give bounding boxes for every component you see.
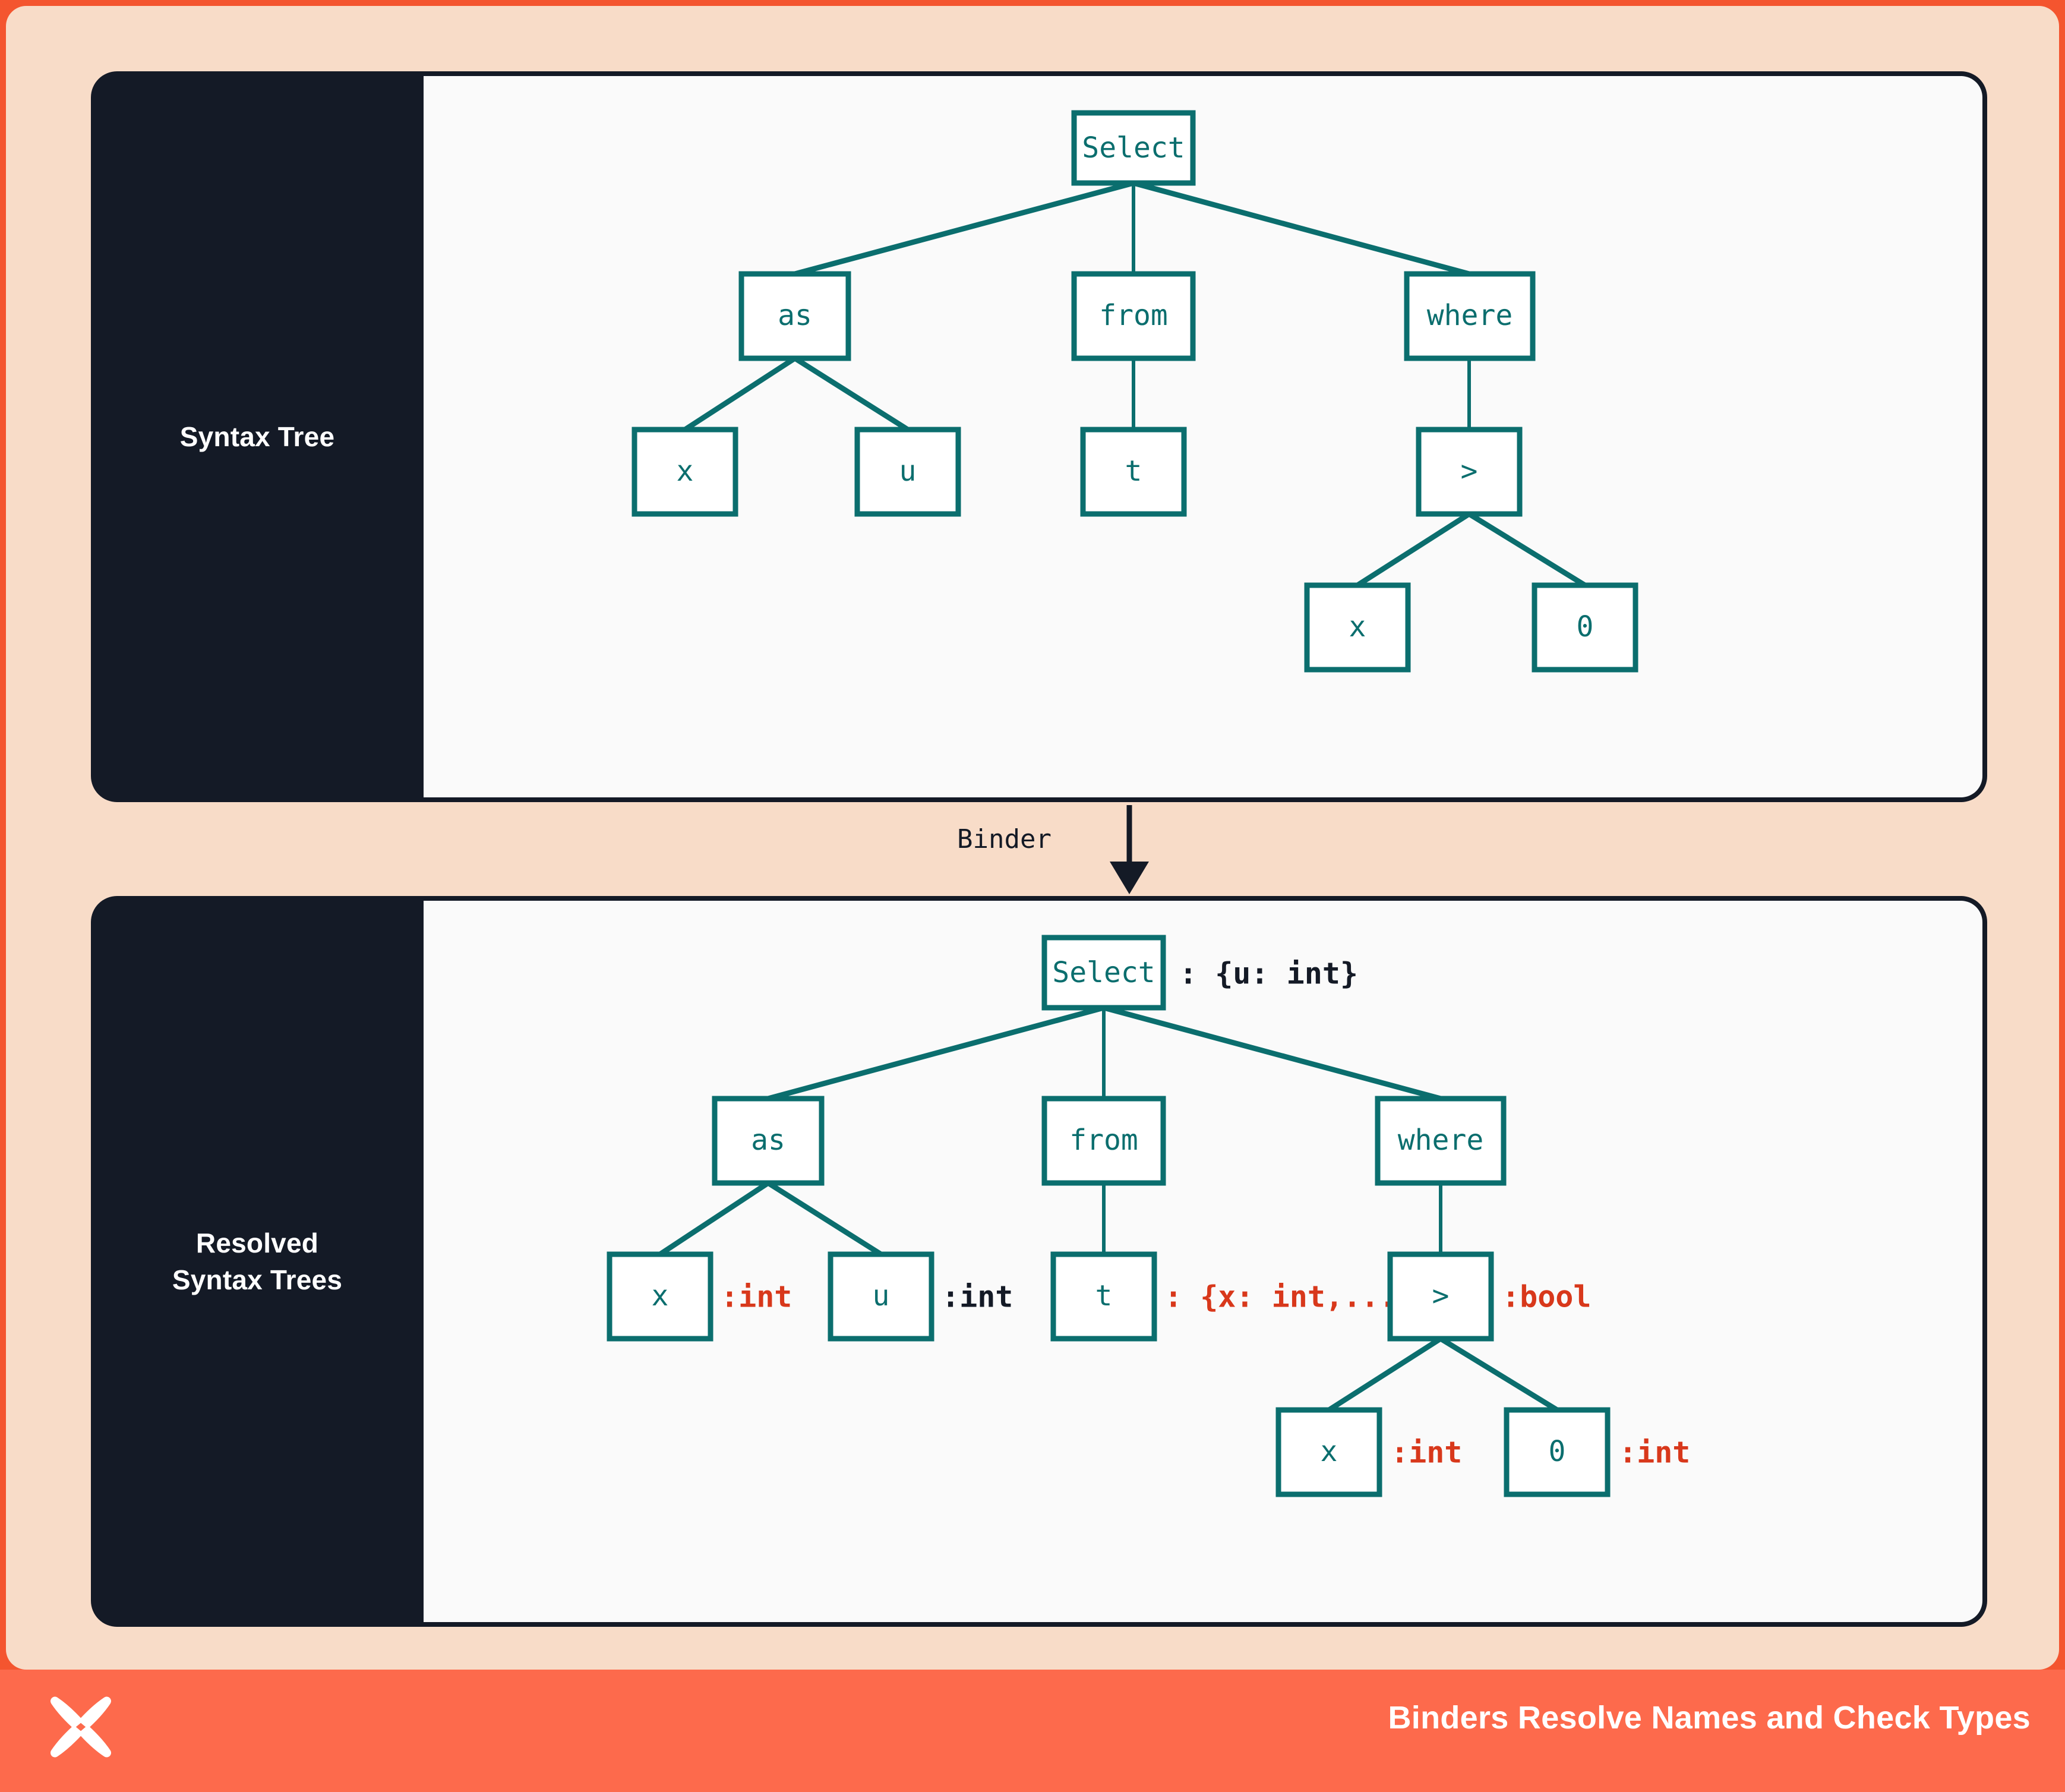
binder-arrow-icon (1110, 805, 1149, 894)
resolved-node-from[interactable]: from (1041, 1096, 1166, 1186)
resolved-node-from-t[interactable]: t (1050, 1251, 1157, 1342)
resolved-tree-edges (658, 1005, 1559, 1412)
resolved-node-from-t-label: t (1095, 1279, 1113, 1313)
resolved-tree-canvas: Select : {u: int} as from where (424, 901, 1982, 1622)
tree-node-from-t[interactable]: t (1080, 427, 1187, 517)
tree-edges (683, 180, 1587, 588)
resolved-node-from-label: from (1069, 1124, 1138, 1157)
resolved-node-as[interactable]: as (712, 1096, 825, 1186)
tree-node-gt-zero-label: 0 (1577, 610, 1594, 643)
panel-syntax-tree-label: Syntax Tree (91, 71, 424, 802)
tree-node-gt-x[interactable]: x (1304, 582, 1411, 673)
tree-node-as-u[interactable]: u (854, 427, 961, 517)
tree-node-as[interactable]: as (738, 271, 851, 361)
resolved-annotation-as-x: :int (721, 1280, 792, 1314)
panel-resolved-label-line2: Syntax Trees (172, 1264, 343, 1295)
resolved-annotation-select: : {u: int} (1179, 957, 1358, 991)
resolved-annotation-as-u: :int (942, 1280, 1013, 1314)
tree-node-gt-label: > (1461, 455, 1478, 488)
binder-transition: Binder (855, 805, 1212, 894)
resolved-annotation-gt-x: :int (1391, 1436, 1462, 1470)
resolved-tree-svg: Select : {u: int} as from where (607, 935, 1690, 1497)
resolved-node-where-label: where (1398, 1124, 1484, 1157)
resolved-annotation-gt: :bool (1502, 1280, 1592, 1314)
tree-node-as-label: as (778, 299, 812, 332)
panel-resolved-label-line1: Resolved (195, 1227, 319, 1258)
resolved-node-as-x-label: x (652, 1279, 669, 1313)
tree-node-as-u-label: u (899, 455, 917, 488)
slide-canvas: Syntax Tree (6, 6, 2059, 1670)
tree-node-from-t-label: t (1125, 455, 1142, 488)
tree-node-where[interactable]: where (1404, 271, 1536, 361)
resolved-node-gt-zero[interactable]: 0 (1504, 1407, 1611, 1497)
tree-node-as-x-label: x (677, 455, 694, 488)
resolved-node-gt-label: > (1432, 1279, 1450, 1313)
bolt-star-logo-icon (50, 1696, 111, 1758)
tree-node-gt-zero[interactable]: 0 (1532, 582, 1638, 673)
tree-node-from-label: from (1099, 299, 1168, 332)
panel-syntax-tree-label-text: Syntax Tree (179, 421, 335, 452)
resolved-node-as-x[interactable]: x (607, 1251, 713, 1342)
tree-node-select[interactable]: Select (1071, 110, 1196, 186)
tree-node-gt-x-label: x (1349, 610, 1366, 643)
tree-node-where-label: where (1427, 299, 1513, 332)
resolved-node-as-u[interactable]: u (828, 1251, 934, 1342)
tree-node-select-label: Select (1082, 131, 1185, 165)
resolved-annotation-gt-zero: :int (1619, 1436, 1690, 1470)
resolved-node-gt-x-label: x (1321, 1435, 1338, 1468)
panel-resolved-syntax-trees: Resolved Syntax Trees (91, 896, 1987, 1627)
resolved-node-select[interactable]: Select (1041, 935, 1166, 1011)
resolved-node-as-label: as (751, 1124, 785, 1157)
resolved-node-where[interactable]: where (1375, 1096, 1507, 1186)
resolved-node-select-label: Select (1052, 956, 1155, 989)
resolved-node-gt-x[interactable]: x (1275, 1407, 1382, 1497)
binder-label: Binder (957, 824, 1052, 854)
resolved-node-gt-zero-label: 0 (1549, 1435, 1566, 1468)
resolved-annotation-from-t: : {x: int,...} (1164, 1280, 1414, 1314)
footer-bar: Binders Resolve Names and Check Types (0, 1670, 2065, 1792)
tree-node-from[interactable]: from (1071, 271, 1196, 361)
panel-syntax-tree: Syntax Tree (91, 71, 1987, 802)
tree-node-gt[interactable]: > (1416, 427, 1523, 517)
syntax-tree-canvas: Select as from where (424, 76, 1982, 797)
footer-caption: Binders Resolve Names and Check Types (1388, 1700, 2031, 1736)
panel-resolved-label: Resolved Syntax Trees (91, 896, 424, 1627)
syntax-tree-svg: Select as from where (632, 110, 1638, 673)
resolved-node-gt[interactable]: > (1387, 1251, 1494, 1342)
tree-node-as-x[interactable]: x (632, 427, 738, 517)
resolved-node-as-u-label: u (873, 1279, 890, 1313)
